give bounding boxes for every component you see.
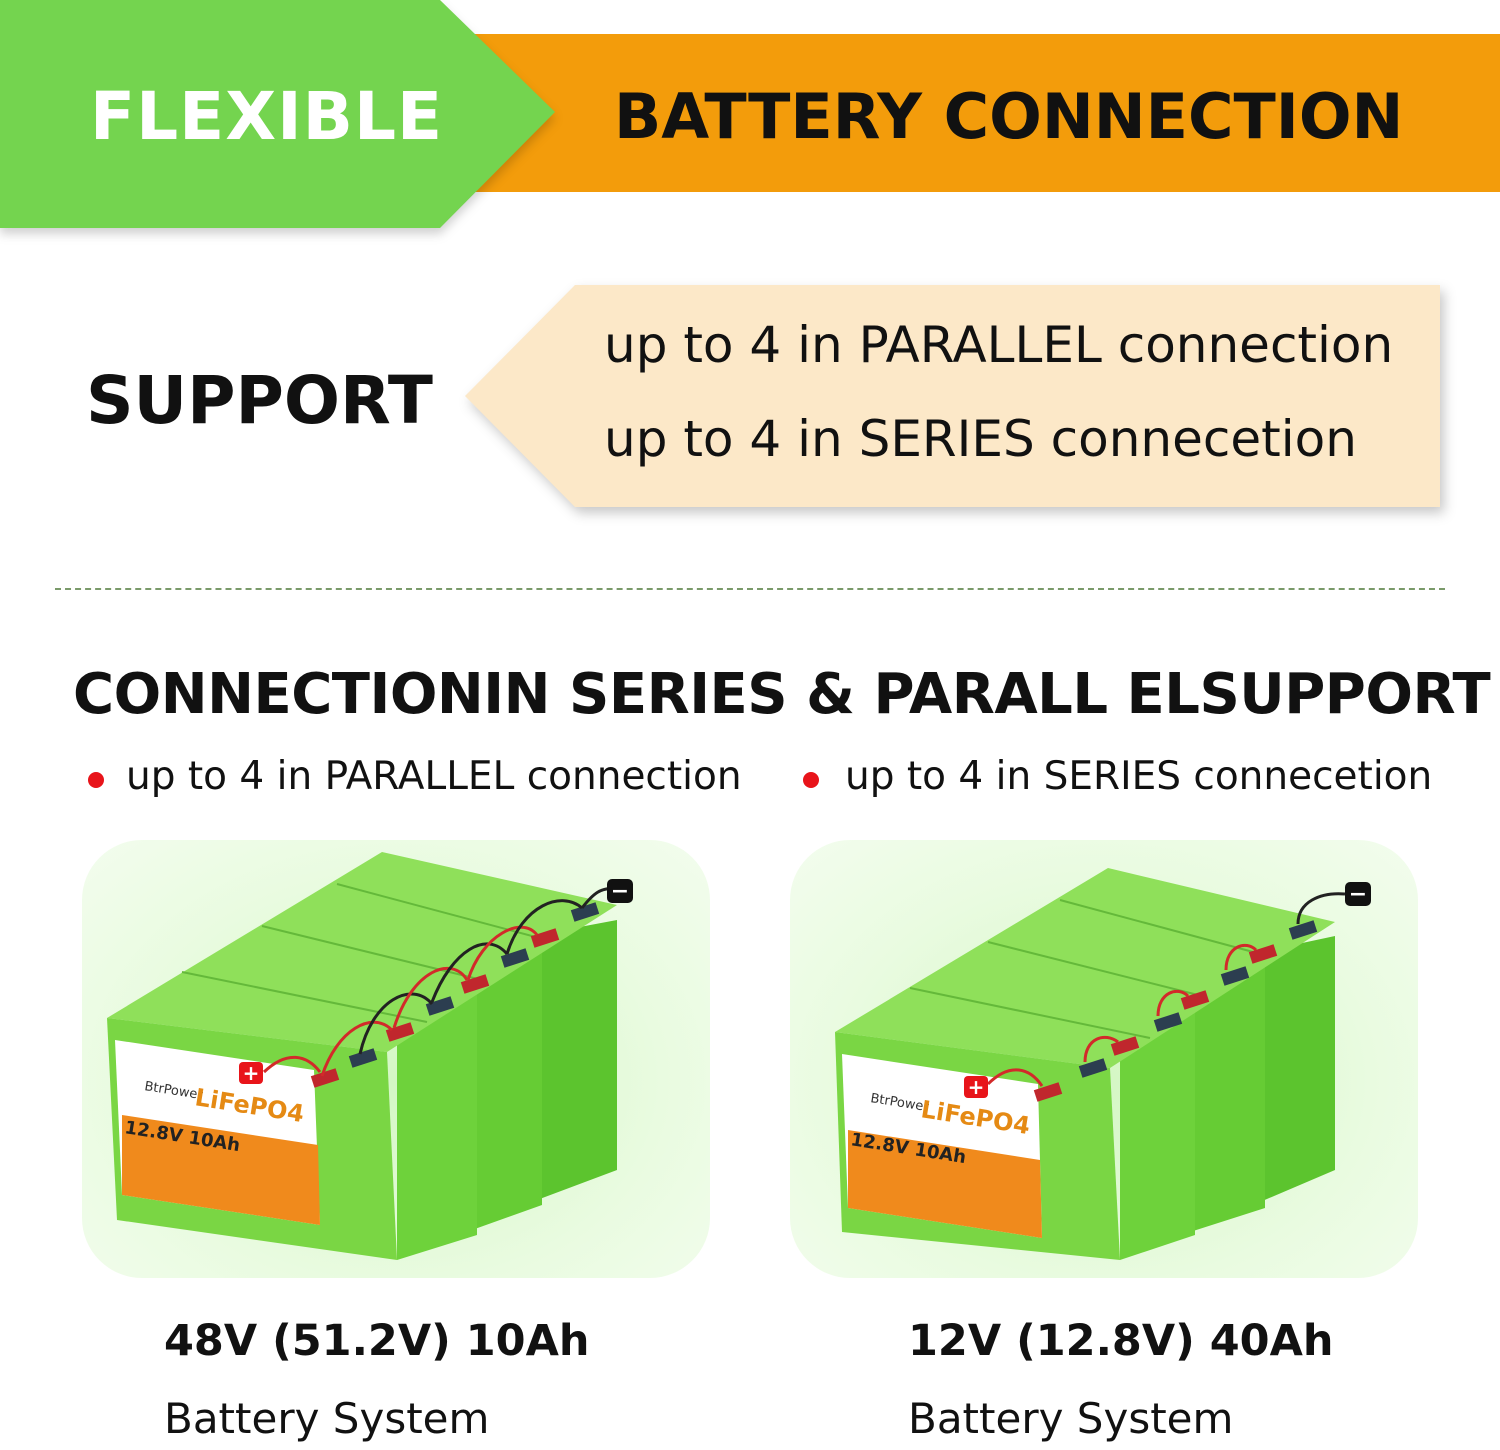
- support-series-text: up to 4 in SERIES connecetion: [604, 410, 1357, 468]
- terminal-row: [1033, 920, 1318, 1102]
- parallel-battery-pack-image: BtrPower LiFePO4 12.8V 10Ah +: [107, 852, 633, 1260]
- series-battery-pack-image: BtrPower LiFePO4 12.8V 10Ah + −: [835, 868, 1371, 1260]
- negative-symbol: −: [1349, 882, 1367, 907]
- positive-symbol: +: [968, 1075, 985, 1099]
- banner-orange-band: [430, 34, 1500, 192]
- wire-set: [986, 892, 1346, 1087]
- negative-terminal-icon: [1345, 882, 1371, 906]
- banner-flexible-label: FLEXIBLE: [90, 78, 444, 155]
- series-battery-panel: BtrPower LiFePO4 12.8V 10Ah + −: [790, 840, 1418, 1278]
- parallel-spec-title: 48V (51.2V) 10Ah: [164, 1316, 590, 1366]
- battery-stack: [835, 868, 1335, 1260]
- bullet-dot-icon: [803, 772, 819, 788]
- banner-green-arrow: [0, 0, 555, 228]
- section-title: CONNECTIONIN SERIES & PARALL ELSUPPORT: [73, 662, 1491, 727]
- banner-battery-connection-title: BATTERY CONNECTION: [614, 80, 1404, 153]
- series-spec-title: 12V (12.8V) 40Ah: [908, 1316, 1334, 1366]
- parallel-battery-panel: BtrPower LiFePO4 12.8V 10Ah +: [82, 840, 710, 1278]
- parallel-spec-subtitle: Battery System: [164, 1394, 490, 1443]
- terminal-row: [310, 902, 600, 1088]
- support-callout-box: [465, 285, 1440, 507]
- bullet-parallel-text: up to 4 in PARALLEL connection: [126, 754, 742, 799]
- wire-set: [262, 887, 618, 1077]
- positive-symbol: +: [243, 1061, 260, 1085]
- section-divider: [55, 588, 1445, 590]
- positive-terminal-icon: [964, 1076, 988, 1098]
- positive-terminal-icon: [239, 1062, 263, 1084]
- series-spec-subtitle: Battery System: [908, 1394, 1234, 1443]
- bullet-dot-icon: [88, 772, 104, 788]
- support-label: SUPPORT: [86, 362, 433, 439]
- support-parallel-text: up to 4 in PARALLEL connection: [604, 316, 1394, 374]
- negative-terminal-icon: [607, 879, 633, 903]
- bullet-series-text: up to 4 in SERIES connecetion: [845, 754, 1433, 799]
- negative-symbol: −: [611, 879, 629, 904]
